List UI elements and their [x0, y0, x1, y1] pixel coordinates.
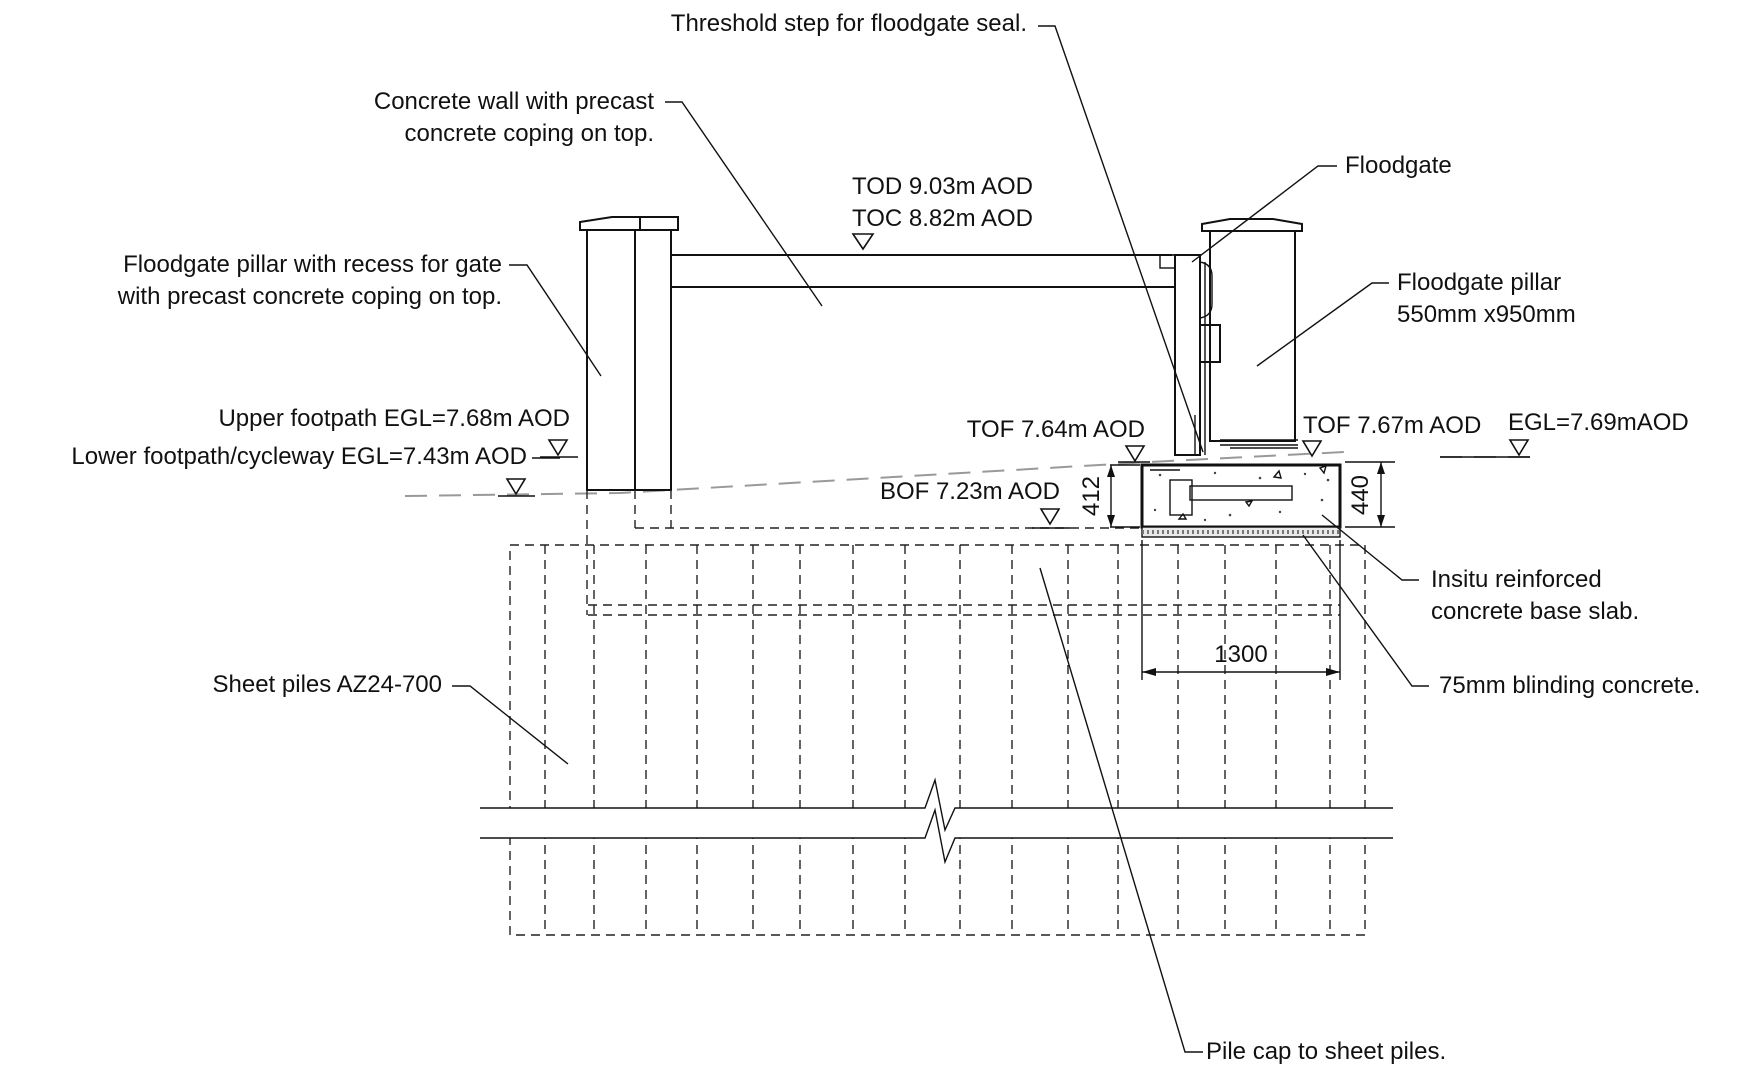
label-pillar-recess-line1: Floodgate pillar with recess for gate — [123, 251, 502, 278]
label-toc: TOC 8.82m AOD — [852, 205, 1033, 232]
upper-footpath-marker — [547, 439, 569, 457]
blinding-concrete — [1141, 526, 1341, 538]
label-sheet-piles: Sheet piles AZ24-700 — [213, 671, 443, 698]
break-line — [480, 777, 1393, 865]
label-wall-line1: Concrete wall with precast — [374, 88, 654, 115]
bof-marker — [1039, 508, 1061, 526]
label-wall-line2: concrete coping on top. — [404, 120, 654, 147]
dimension-440 — [1345, 461, 1395, 528]
tod-marker — [851, 233, 875, 251]
level-markers — [498, 233, 1530, 529]
dimension-440-text: 440 — [1347, 475, 1374, 515]
sheet-pile-verticals — [544, 545, 1331, 935]
lower-footpath-marker — [505, 478, 527, 496]
sheet-piles — [480, 544, 1395, 936]
tof-left-marker — [1124, 445, 1146, 463]
label-threshold: Threshold step for floodgate seal. — [671, 10, 1027, 37]
label-pillar-recess-line2: with precast concrete coping on top. — [117, 283, 502, 310]
label-upper-footpath: Upper footpath EGL=7.68m AOD — [218, 405, 570, 432]
dimension-412-text: 412 — [1078, 476, 1105, 516]
concrete-wall — [671, 254, 1175, 288]
label-base-slab-line1: Insitu reinforced — [1431, 566, 1602, 593]
label-tof-right: TOF 7.67m AOD — [1303, 412, 1481, 439]
dimension-1300 — [1141, 540, 1341, 680]
dimension-412 — [1107, 464, 1140, 528]
label-pillar-line2: 550mm x950mm — [1397, 301, 1576, 328]
label-blinding: 75mm blinding concrete. — [1439, 672, 1700, 699]
label-tof-left: TOF 7.64m AOD — [967, 416, 1145, 443]
floodgate — [1159, 254, 1298, 456]
label-lower-footpath: Lower footpath/cycleway EGL=7.43m AOD — [71, 443, 527, 470]
label-pillar-line1: Floodgate pillar — [1397, 269, 1561, 296]
right-pillar — [1201, 218, 1303, 442]
tof-right-marker — [1301, 440, 1323, 458]
base-slab — [1140, 463, 1342, 529]
label-egl-right: EGL=7.69mAOD — [1508, 409, 1689, 436]
egl-right-marker — [1508, 439, 1530, 457]
label-pile-cap: Pile cap to sheet piles. — [1206, 1038, 1446, 1065]
label-bof: BOF 7.23m AOD — [880, 478, 1060, 505]
leader-lines — [452, 25, 1429, 1053]
label-tod: TOD 9.03m AOD — [852, 173, 1033, 200]
text-labels: Threshold step for floodgate seal. Concr… — [71, 10, 1700, 1065]
dimension-1300-text: 1300 — [1214, 641, 1267, 668]
label-base-slab-line2: concrete base slab. — [1431, 598, 1639, 625]
label-floodgate: Floodgate — [1345, 152, 1452, 179]
